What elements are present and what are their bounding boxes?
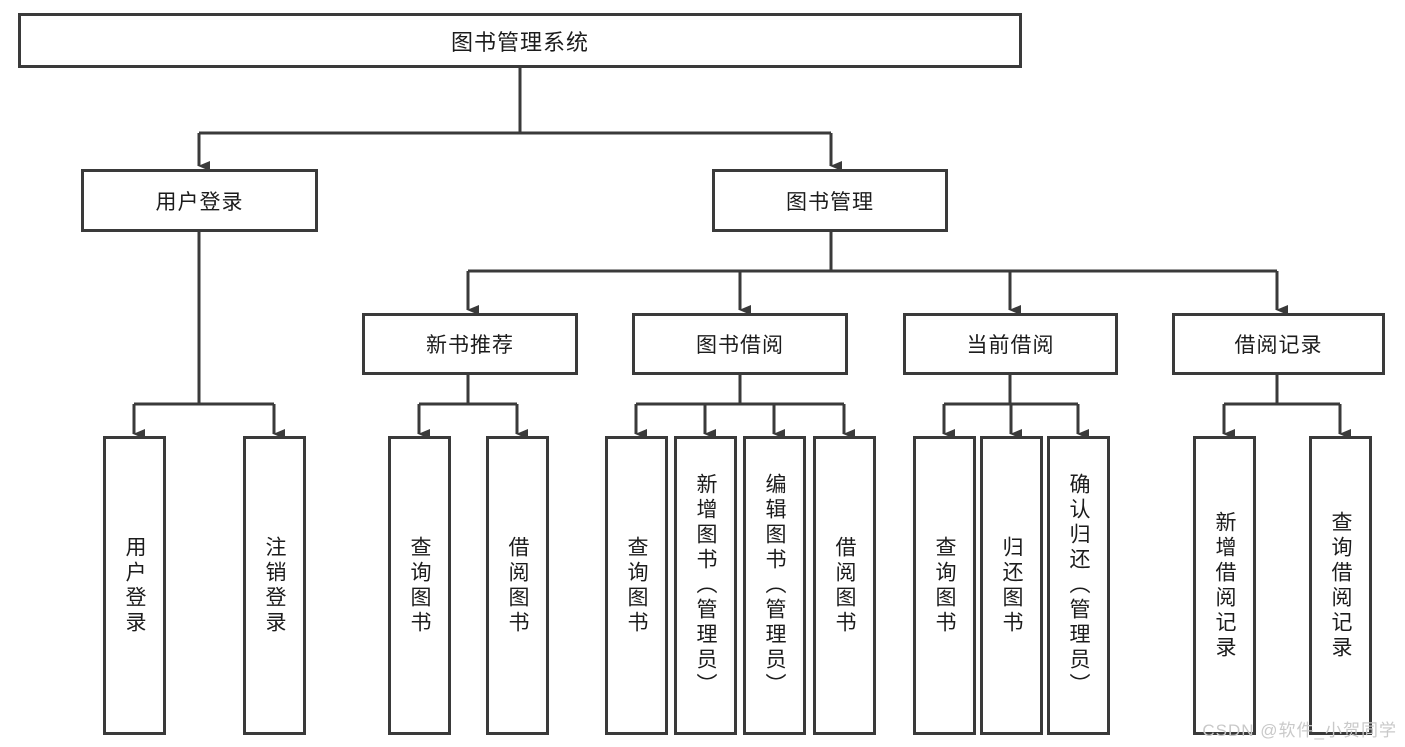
node-borrow-record[interactable]: 借阅记录 — [1172, 313, 1385, 375]
leaf-record-query-label: 查询借阅记录 — [1329, 510, 1352, 661]
node-book-management-label: 图书管理 — [786, 190, 874, 214]
leaf-current-query-book[interactable]: 查询图书 — [913, 436, 976, 735]
leaf-user-login[interactable]: 用户登录 — [103, 436, 166, 735]
leaf-record-query[interactable]: 查询借阅记录 — [1309, 436, 1372, 735]
leaf-recommend-borrow-book-label: 借阅图书 — [506, 535, 529, 636]
leaf-borrow-query-book[interactable]: 查询图书 — [605, 436, 668, 735]
node-new-book-recommend-label: 新书推荐 — [426, 334, 514, 357]
node-book-borrow[interactable]: 图书借阅 — [632, 313, 848, 375]
leaf-record-add-label: 新增借阅记录 — [1213, 510, 1236, 661]
leaf-record-add[interactable]: 新增借阅记录 — [1193, 436, 1256, 735]
leaf-borrow-query-book-label: 查询图书 — [625, 535, 648, 636]
leaf-borrow-add-book-label: 新增图书（管理员） — [694, 473, 717, 698]
leaf-recommend-query-book-label: 查询图书 — [408, 535, 431, 636]
node-user-login-label: 用户登录 — [155, 190, 244, 214]
leaf-user-logout[interactable]: 注销登录 — [243, 436, 306, 735]
node-current-borrow-label: 当前借阅 — [966, 334, 1055, 357]
leaf-current-confirm-return-label: 确认归还（管理员） — [1067, 473, 1090, 698]
leaf-borrow-edit-book[interactable]: 编辑图书（管理员） — [743, 436, 806, 735]
node-root[interactable]: 图书管理系统 — [18, 13, 1022, 68]
leaf-user-login-label: 用户登录 — [123, 535, 146, 636]
watermark: CSDN @软件_小贺同学 — [1202, 721, 1397, 740]
node-user-login[interactable]: 用户登录 — [81, 169, 318, 232]
leaf-current-return-book[interactable]: 归还图书 — [980, 436, 1043, 735]
leaf-recommend-borrow-book[interactable]: 借阅图书 — [486, 436, 549, 735]
leaf-borrow-edit-book-label: 编辑图书（管理员） — [763, 473, 786, 698]
node-book-borrow-label: 图书借阅 — [696, 334, 784, 357]
leaf-current-confirm-return[interactable]: 确认归还（管理员） — [1047, 436, 1110, 735]
leaf-current-query-book-label: 查询图书 — [933, 535, 956, 636]
node-current-borrow[interactable]: 当前借阅 — [903, 313, 1118, 375]
leaf-recommend-query-book[interactable]: 查询图书 — [388, 436, 451, 735]
leaf-borrow-borrow-book-label: 借阅图书 — [833, 535, 856, 636]
node-borrow-record-label: 借阅记录 — [1234, 334, 1323, 357]
node-book-management[interactable]: 图书管理 — [712, 169, 948, 232]
leaf-borrow-borrow-book[interactable]: 借阅图书 — [813, 436, 876, 735]
leaf-current-return-book-label: 归还图书 — [1000, 535, 1023, 636]
leaf-user-logout-label: 注销登录 — [263, 535, 286, 636]
node-root-label: 图书管理系统 — [450, 29, 589, 55]
node-new-book-recommend[interactable]: 新书推荐 — [362, 313, 578, 375]
leaf-borrow-add-book[interactable]: 新增图书（管理员） — [674, 436, 737, 735]
